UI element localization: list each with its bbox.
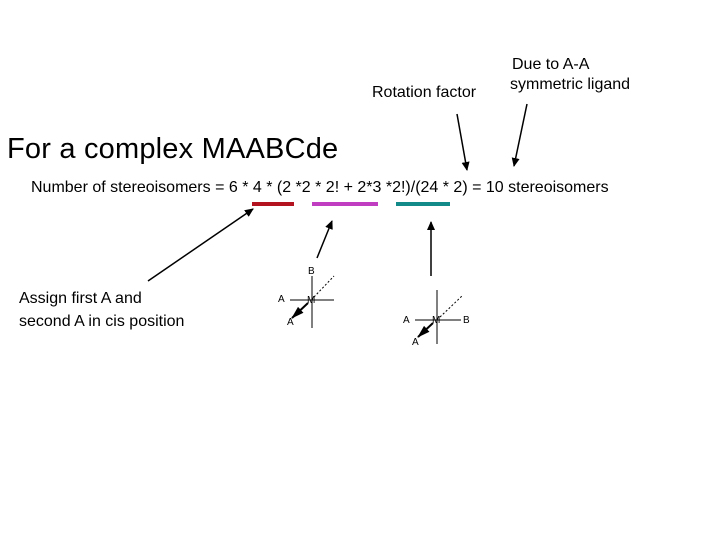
structure1-wedge-bond xyxy=(291,302,309,319)
slide-title: For a complex MAABCde xyxy=(7,133,339,165)
structure1-label-left: A xyxy=(278,294,285,305)
structure2-label-center: M xyxy=(432,315,440,326)
structure1-label-bottom-left: A xyxy=(287,317,294,328)
structure2-dashed-bond xyxy=(439,295,463,318)
symmetric-ligand-label: Due to A-A symmetric ligand xyxy=(510,55,630,95)
rotation-factor-label: Rotation factor xyxy=(372,84,477,101)
structure1-label-top: B xyxy=(308,266,315,277)
structure-1: B A M A xyxy=(278,266,335,328)
assign-cis-label: Assign first A and second A in cis posit… xyxy=(19,287,184,333)
assign-cis-arrow xyxy=(147,208,254,282)
structure1-dashed-bond xyxy=(313,275,335,298)
structure2-label-right: B xyxy=(463,315,470,326)
assign-cis-label-line2: second A in cis position xyxy=(19,313,185,330)
symmetric-ligand-label-line2: symmetric ligand xyxy=(510,76,631,93)
structure-2: A M B A xyxy=(403,290,470,348)
structure2-wedge-bond xyxy=(417,322,434,338)
symmetric-ligand-label-line1: Due to A-A xyxy=(512,56,590,73)
structure2-label-left: A xyxy=(403,315,410,326)
structure1-label-center: M xyxy=(307,295,315,306)
structure1-arrow xyxy=(316,220,333,259)
structure2-label-bottom-left: A xyxy=(412,337,419,348)
rotation-factor-arrow xyxy=(456,113,470,171)
stereoisomer-equation: Number of stereoisomers = 6 * 4 * (2 *2 … xyxy=(31,179,609,196)
symmetric-ligand-arrow xyxy=(511,103,528,167)
assign-cis-label-line1: Assign first A and xyxy=(19,290,142,307)
